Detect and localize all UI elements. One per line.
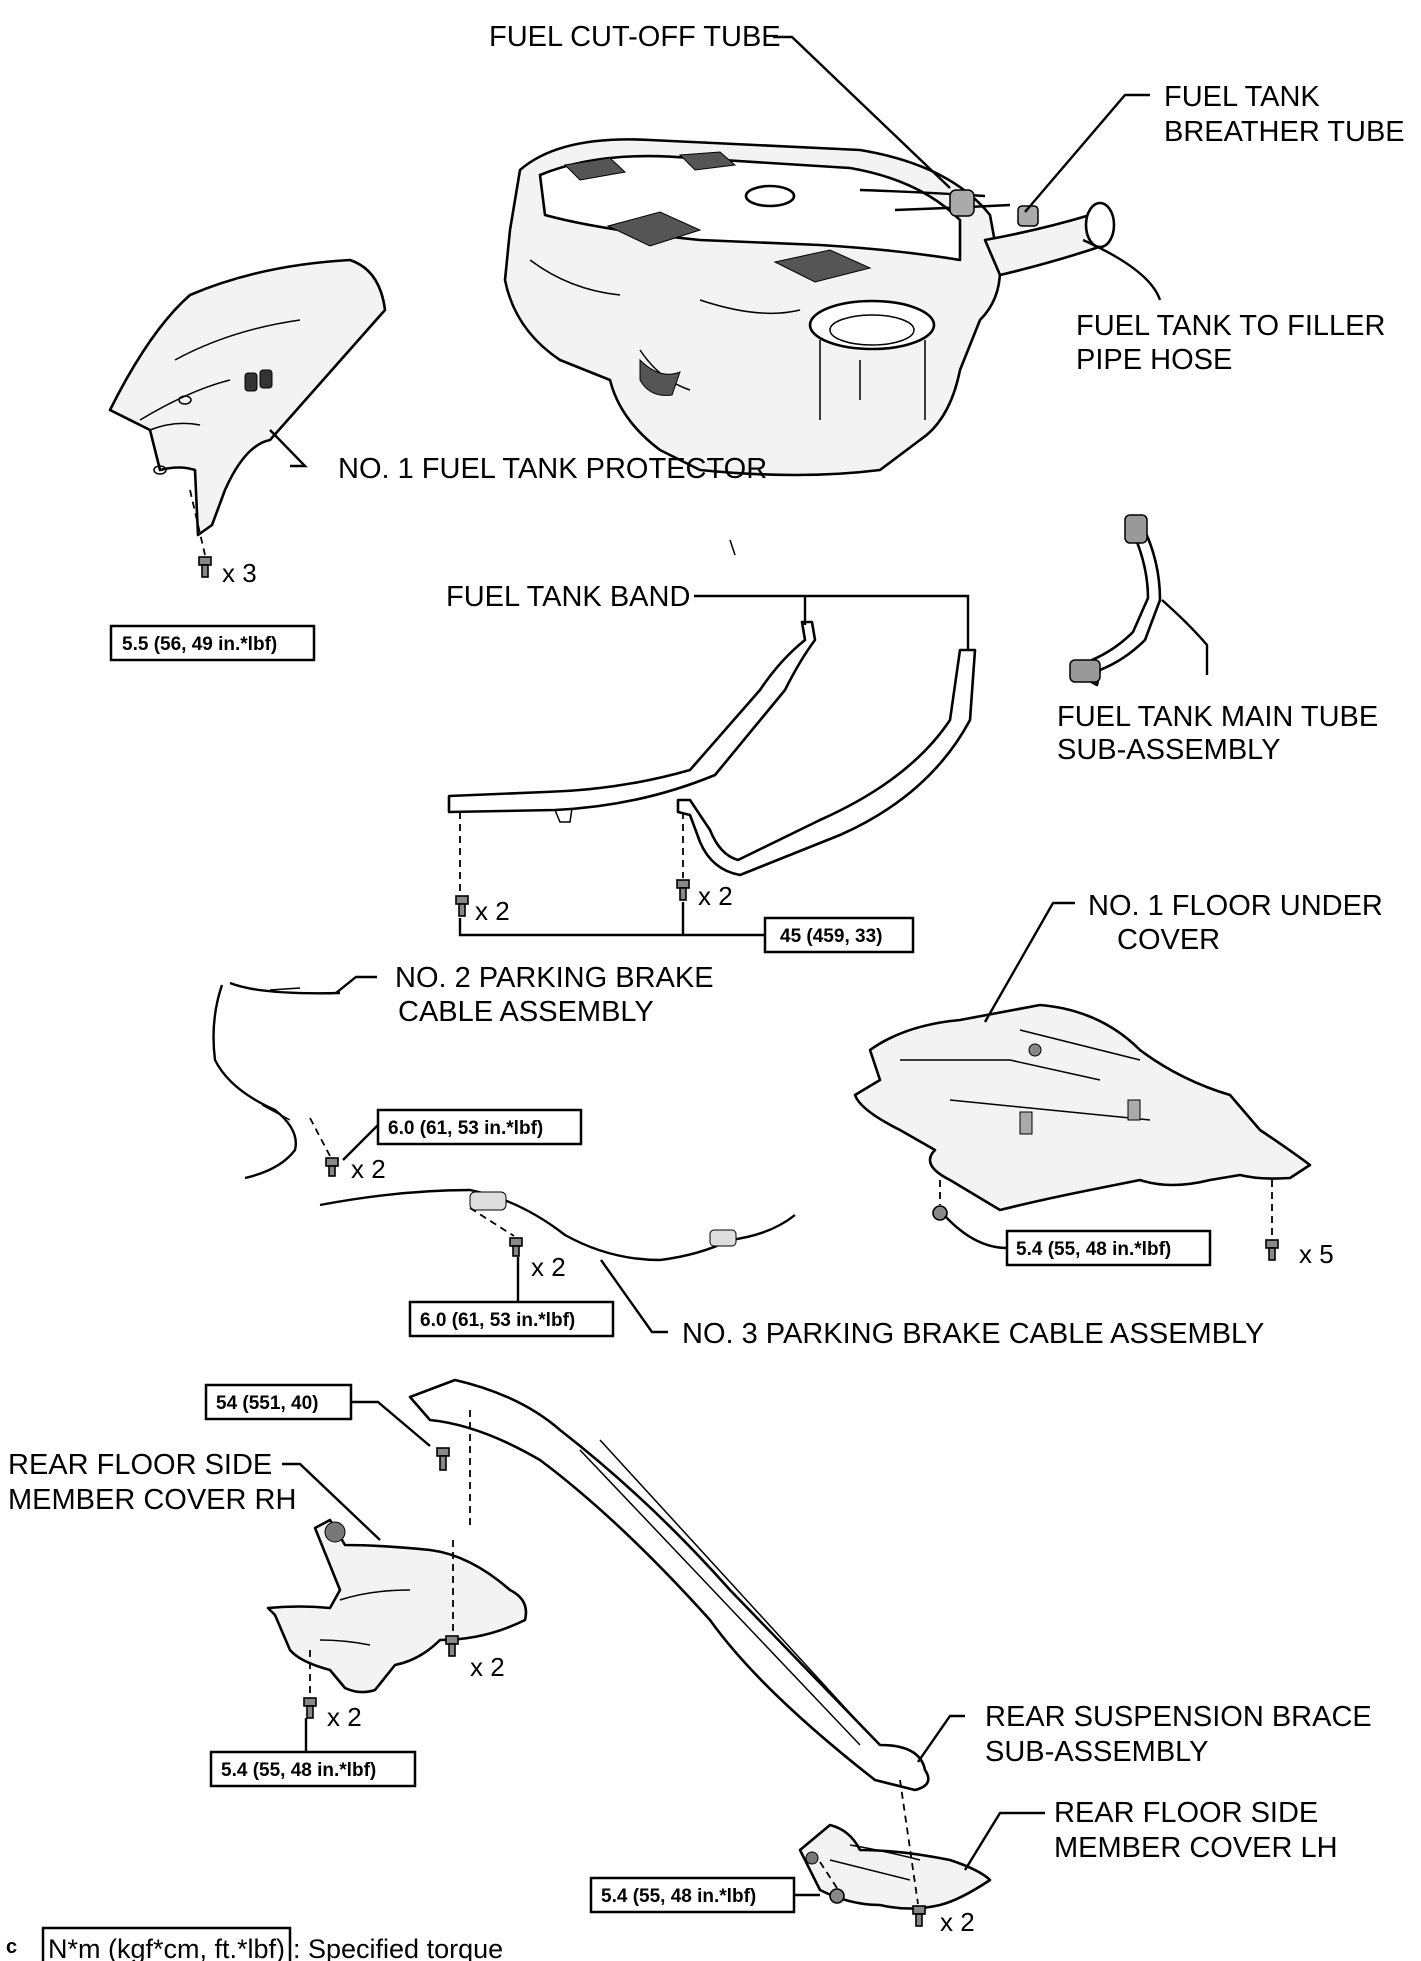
bolt-icon-cover-rh-outer — [303, 1697, 317, 1719]
bolt-icon-band-right — [676, 879, 690, 901]
rear-floor-side-member-cover-lh-label: REAR FLOOR SIDE — [1054, 1797, 1318, 1829]
parking-brake-cable-no3-label: NO. 3 PARKING BRAKE CABLE ASSEMBLY — [682, 1318, 1264, 1350]
quantity-band-right: x 2 — [698, 881, 733, 911]
fuel-tank-main-tube-illustration — [1069, 514, 1162, 687]
fuel-tank-main-tube-label-line2: SUB-ASSEMBLY — [1057, 734, 1280, 766]
assembly-dashed-lines — [189, 489, 1273, 1905]
torque-value-cover-rh: 5.4 (55, 48 in.*lbf) — [221, 1760, 376, 1781]
legend-text: : Specified torque — [293, 1934, 503, 1961]
floor-under-cover-illustration — [853, 1003, 1312, 1212]
torque-box-brace — [204, 1383, 353, 1421]
floor-under-cover-label-line2: COVER — [1117, 924, 1220, 956]
quantity-cable-upper: x 2 — [351, 1154, 386, 1184]
torque-value-cable-upper: 6.0 (61, 53 in.*lbf) — [388, 1118, 543, 1139]
rear-floor-side-member-cover-rh-illustration — [266, 1518, 528, 1694]
rear-suspension-brace-label-line2: SUB-ASSEMBLY — [985, 1736, 1208, 1768]
torque-value-protector: 5.5 (56, 49 in.*lbf) — [122, 634, 277, 655]
quantity-cable-lower: x 2 — [531, 1252, 566, 1282]
quantity-protector: x 3 — [222, 558, 257, 588]
legend-box — [41, 1926, 292, 1961]
torque-value-floor-cover: 5.4 (55, 48 in.*lbf) — [1016, 1239, 1171, 1260]
bolt-icon-band-left — [455, 895, 469, 917]
bolt-icon-cover-lh-bottom — [912, 1905, 926, 1927]
quantity-band-left: x 2 — [475, 896, 510, 926]
torque-value-brace: 54 (551, 40) — [216, 1393, 318, 1414]
rear-floor-side-member-cover-lh-illustration — [798, 1823, 992, 1910]
bolt-icon-cover-lh-side — [829, 1888, 845, 1904]
fuel-tank-band-illustration — [447, 539, 977, 877]
torque-box-cable-lower — [408, 1300, 615, 1338]
bolt-icon-cable-lower — [509, 1237, 523, 1257]
torque-value-cable-lower: 6.0 (61, 53 in.*lbf) — [420, 1310, 575, 1331]
leader-lines — [269, 35, 1209, 1897]
fuel-tank-breather-tube-label: FUEL TANK — [1164, 81, 1320, 113]
rear-floor-side-member-cover-rh-label-line2: MEMBER COVER RH — [8, 1484, 296, 1516]
fuel-tank-protector-label: NO. 1 FUEL TANK PROTECTOR — [338, 453, 767, 485]
floor-under-cover-label: NO. 1 FLOOR UNDER — [1088, 890, 1383, 922]
torque-value-cover-lh: 5.4 (55, 48 in.*lbf) — [601, 1886, 756, 1907]
fuel-tank-main-tube-label: FUEL TANK MAIN TUBE — [1057, 701, 1378, 733]
torque-box-band — [763, 916, 915, 954]
filler-pipe-hose-label-line2: PIPE HOSE — [1076, 344, 1232, 376]
parking-brake-cable-no2-label: NO. 2 PARKING BRAKE — [395, 962, 714, 994]
torque-box-cable-upper — [376, 1108, 583, 1146]
bolt-icon-cable-upper — [325, 1157, 339, 1177]
torque-box-floor-cover — [1005, 1229, 1212, 1267]
parking-brake-cable-no3-illustration — [319, 1188, 796, 1262]
fuel-tank-band-label: FUEL TANK BAND — [446, 581, 690, 613]
legend-unit: N*m (kgf*cm, ft.*lbf) — [48, 1934, 285, 1961]
rear-floor-side-member-cover-lh-label-line2: MEMBER COVER LH — [1054, 1832, 1338, 1864]
quantity-floor-cover: x 5 — [1299, 1239, 1334, 1269]
torque-box-protector — [109, 624, 316, 662]
bolt-icon-floor-cover-right — [1265, 1239, 1279, 1261]
torque-box-cover-rh — [209, 1750, 417, 1788]
fuel-tank-breather-tube-label-line2: BREATHER TUBE — [1164, 116, 1405, 148]
rear-suspension-brace-illustration — [408, 1378, 930, 1792]
bolt-icon-brace — [436, 1447, 450, 1471]
rear-suspension-brace-label: REAR SUSPENSION BRACE — [985, 1701, 1372, 1733]
fuel-tank-protector-illustration — [108, 258, 387, 537]
corner-mark: c — [6, 1936, 18, 1958]
fuel-cut-off-tube-label: FUEL CUT-OFF TUBE — [489, 21, 781, 53]
quantity-cover-lh: x 2 — [940, 1907, 975, 1937]
fuel-tank-illustration — [503, 138, 1116, 477]
quantity-cover-rh-outer: x 2 — [327, 1702, 362, 1732]
torque-value-band: 45 (459, 33) — [780, 926, 882, 947]
bolt-icon-protector — [198, 556, 212, 578]
bolt-icon-floor-cover-left — [932, 1205, 948, 1221]
parking-brake-cable-no2-illustration — [212, 981, 341, 1180]
parking-brake-cable-no2-label-line2: CABLE ASSEMBLY — [398, 996, 654, 1028]
bolt-icon-cover-rh-inner — [445, 1635, 459, 1657]
rear-floor-side-member-cover-rh-label: REAR FLOOR SIDE — [8, 1449, 272, 1481]
filler-pipe-hose-label: FUEL TANK TO FILLER — [1076, 310, 1385, 342]
quantity-cover-rh-inner: x 2 — [470, 1652, 505, 1682]
torque-box-cover-lh — [589, 1876, 796, 1914]
